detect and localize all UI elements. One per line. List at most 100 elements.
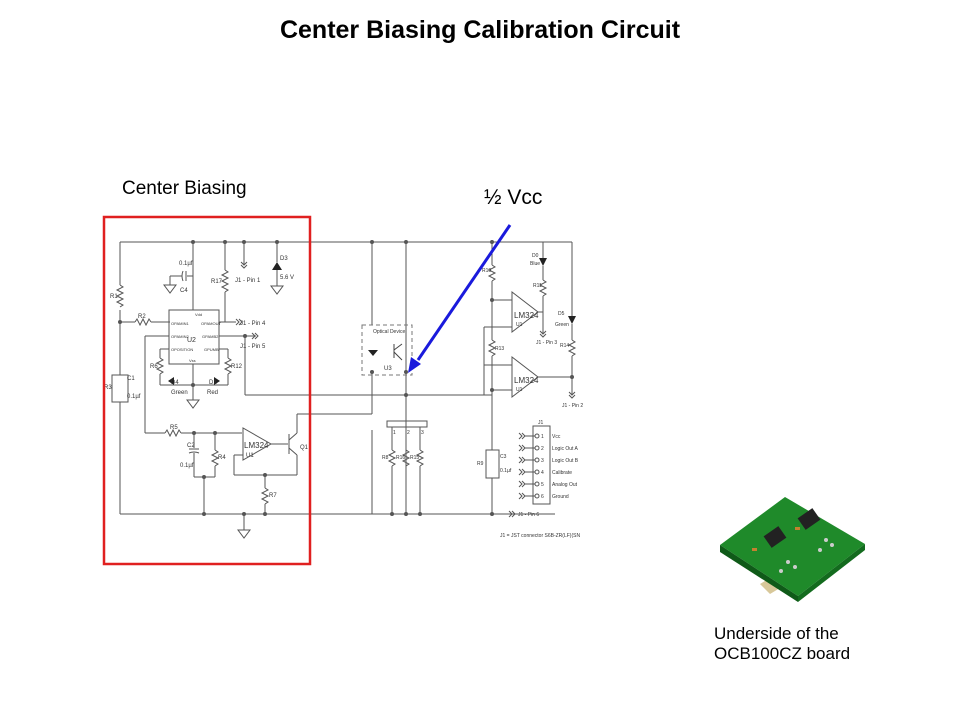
pin-arrow-icon [518,432,535,440]
c1-value: 0.1µf [127,394,141,400]
r5-label: R5 [170,425,178,431]
pin-arrow-icon [518,492,535,500]
center-biasing-highlight-box [102,215,312,566]
pin-number: 3 [541,458,544,464]
slide-title: Center Biasing Calibration Circuit [279,16,681,44]
optical-device-label: Optical Device [373,329,405,335]
c4-label: C4 [180,288,188,294]
component-labels: 0.1µf C4 R17 J1 - Pin 1 D3 5.6 V R1 R2 U… [104,253,583,539]
d1-color: Red [207,390,218,396]
lm324-label: LM324 [244,441,269,450]
u2-vss-label: Vss [189,358,196,363]
u2-pin-label: OPAMOUT [201,321,221,326]
pin-number: 2 [541,446,544,452]
pin-name: Vcc [552,434,561,440]
d0-color: Blue [530,261,540,267]
r17-label: R17 [211,279,223,285]
led-icon [368,350,378,356]
j1-pin4-label: J1 - Pin 4 [240,321,266,327]
d0-label: D0 [532,253,539,259]
r4-label: R4 [218,455,226,461]
jst-note: J1 = JST connector S6B-ZR(LF)(SN [500,533,580,539]
j1-pin5-label: J1 - Pin 5 [240,344,266,350]
r11-label: R11 [533,283,542,289]
c3-value: 0.1µf [500,468,512,474]
pin-circle [534,433,540,439]
pin-name: Ground [552,494,569,500]
u2-vdd-label: Vdd [195,312,202,317]
u1-label: U1 [246,453,254,459]
pin-number: 4 [541,470,544,476]
connector-pin-4: 4 Calibrate [518,468,572,476]
u2-pin-label: OPAMIN1 [171,321,189,326]
pin-arrow-icon [518,444,535,452]
u1-label: U1 [516,387,523,393]
j1-pin6-label: J1 - Pin 6 [518,512,539,518]
r1-label: R1 [110,294,118,300]
connector-pin-list: 1 Vcc 2 Logic Out A 3 Logic Out B 4 Calibrate 5 A… [518,432,579,500]
pin2-label: 2 [407,430,410,436]
ocb100cz-board-image [720,497,865,602]
u2-pin-label: GPAMB2 [202,334,219,339]
u2-label: U2 [187,337,196,344]
pin3-label: 3 [421,430,424,436]
pin-name: Logic Out A [552,446,579,452]
q1-label: Q1 [300,445,309,451]
d4-color: Green [171,390,188,396]
r10-label: R10 [482,268,491,274]
d3-label: D3 [280,256,288,262]
c1-label: C1 [127,376,135,382]
connector-pin-1: 1 Vcc [518,432,561,440]
connector-pin-5: 5 Analog Out [518,480,578,488]
connector-pin-3: 3 Logic Out B [518,456,579,464]
pin-arrow-icon [518,456,535,464]
pin-name: Calibrate [552,470,572,476]
c4-value: 0.1µf [179,261,193,267]
pin-circle [534,445,540,451]
r14-label: R14 [560,343,569,349]
pin-circle [534,493,540,499]
r2-label: R2 [138,314,146,320]
r15-label: R15 [410,455,419,461]
r12-label: R12 [231,364,243,370]
pin-circle [534,481,540,487]
j1-pin1-label: J1 - Pin 1 [235,278,261,284]
u2-pin-label: OPAMIN2 [171,334,189,339]
pin-name: Logic Out B [552,458,579,464]
pin-arrow-icon [518,480,535,488]
d4-label: D4 [171,380,179,386]
lm324-label: LM324 [514,376,539,385]
arrow-head-icon [408,357,421,373]
pin-name: Analog Out [552,482,578,488]
board-caption-line1: Underside of the [714,624,839,643]
half-vcc-arrow [416,224,512,361]
j1-pin3-label: J1 - Pin 3 [536,340,557,346]
c3-label: C3 [500,454,507,460]
wires [111,241,577,539]
board-caption-line2: OCB100CZ board [714,644,851,663]
half-vcc-label: ½ Vcc [484,186,543,209]
connector-pin-2: 2 Logic Out A [518,444,579,452]
d3-value: 5.6 V [280,275,294,281]
pin-number: 1 [541,434,544,440]
board-caption: Underside of the OCB100CZ board [714,624,850,664]
pin-number: 6 [541,494,544,500]
optical-device-box [361,324,413,376]
u2-pin-label: OPOSITION [171,347,193,352]
r8-label: R8 [382,455,389,461]
u1-label: U1 [516,322,523,328]
pin-number: 5 [541,482,544,488]
c2-label: C2 [187,443,195,449]
diodes [168,258,576,385]
lm324-label: LM324 [514,311,539,320]
u3-label: U3 [384,366,392,372]
r7-label: R7 [269,493,277,499]
u2-pin-label: GPUMB [204,347,219,352]
junction-dots [118,240,574,516]
pin1-label: 1 [393,430,396,436]
d1-label: D1 [209,380,217,386]
r6-label: R6 [150,364,158,370]
r16-label: R16 [396,455,405,461]
d5-label: D5 [558,311,565,317]
